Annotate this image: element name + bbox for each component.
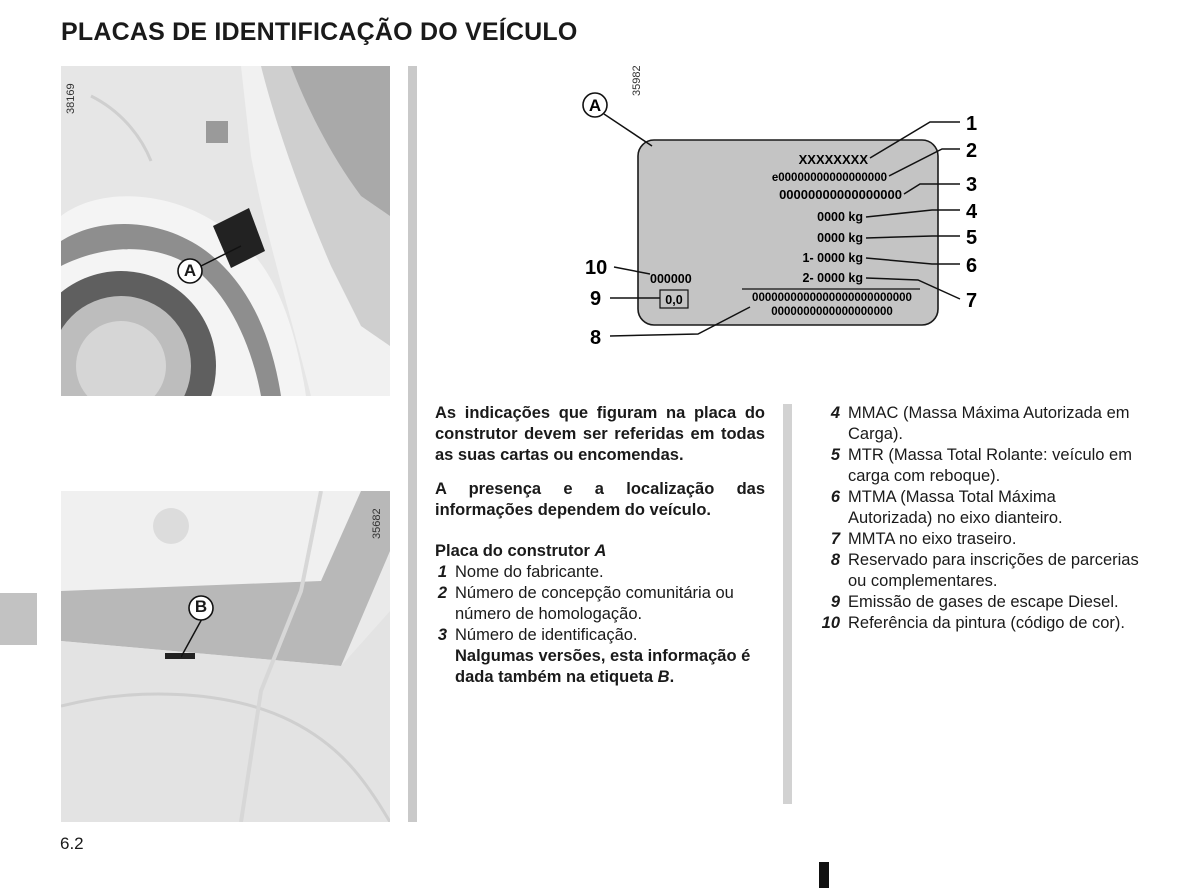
- list-item: 7 MMTA no eixo traseiro.: [812, 529, 1140, 550]
- plate-number-2: 2: [966, 140, 977, 162]
- list-item: 4 MMAC (Massa Máxima Autorizada em Carga…: [812, 403, 1140, 445]
- right-text-column: 4 MMAC (Massa Máxima Autorizada em Carga…: [812, 403, 1140, 634]
- plate-outline: [637, 139, 939, 326]
- list-item-note: Nalgumas versões, esta informação é dada…: [417, 646, 765, 688]
- plate-vin: 00000000000000000: [779, 187, 902, 202]
- plate-number-7: 7: [966, 290, 977, 312]
- list-item: 6 MTMA (Massa Total Máxima Autorizada) n…: [812, 487, 1140, 529]
- list-item: 3 Número de identificação.: [417, 625, 765, 646]
- plate-maker: XXXXXXXX: [799, 152, 869, 167]
- column-divider: [408, 66, 417, 822]
- intro-block: As indicações que figuram na placa do co…: [435, 403, 765, 521]
- item-text: MMAC (Massa Máxima Autorizada em Carga).: [848, 404, 1130, 443]
- plate-number-10: 10: [585, 257, 607, 279]
- plate-mmac: 0000 kg: [817, 210, 863, 224]
- item-text: Reservado para inscrições de parcerias o…: [848, 551, 1139, 590]
- item-text: Nome do fabricante.: [455, 563, 604, 581]
- item-number: 7: [830, 530, 840, 548]
- diagram-code: 35982: [631, 65, 643, 96]
- item-number: 2: [437, 584, 447, 602]
- list-item: 2 Número de concepção comunitária ou núm…: [417, 583, 765, 625]
- end-of-section-mark: [819, 862, 829, 888]
- item-number: 10: [821, 614, 840, 632]
- item-text: Referência da pintura (código de cor).: [848, 614, 1125, 632]
- middle-text-column: As indicações que figuram na placa do co…: [435, 403, 765, 688]
- item-number: 4: [830, 404, 840, 422]
- item-text: MTMA (Massa Total Máxima Autorizada) no …: [848, 488, 1063, 527]
- plate-number-6: 6: [966, 255, 977, 277]
- list-item: 10 Referência da pintura (código de cor)…: [812, 613, 1140, 634]
- section-heading: Placa do construtor A: [435, 541, 765, 562]
- item-text: Número de identificação.: [455, 626, 638, 644]
- car-door-illustration: [61, 66, 390, 396]
- list-item: 8 Reservado para inscrições de parcerias…: [812, 550, 1140, 592]
- plate-front-axle: 1- 0000 kg: [803, 251, 863, 265]
- plate-homologation: e00000000000000000: [772, 172, 887, 184]
- photo-code: 35682: [371, 508, 383, 539]
- plate-callout-circle: [582, 92, 608, 118]
- intro-paragraph: A presença e a localização das informaçõ…: [435, 480, 765, 519]
- item-number: 9: [830, 593, 840, 611]
- callout-b-marker: [181, 595, 214, 658]
- plate-number-3: 3: [966, 174, 977, 196]
- plate-emission: 0,0: [665, 293, 682, 307]
- list-item: 9 Emissão de gases de escape Diesel.: [812, 592, 1140, 613]
- plate-emission-box: [659, 289, 689, 309]
- item-text: MMTA no eixo traseiro.: [848, 530, 1017, 548]
- section-heading-text: Placa do construtor: [435, 542, 595, 560]
- plate-callout-label: A: [589, 96, 601, 115]
- item-text: Emissão de gases de escape Diesel.: [848, 593, 1119, 611]
- plate-number-9: 9: [590, 288, 601, 310]
- item-number: 5: [830, 446, 840, 464]
- plate-number-1: 1: [966, 113, 977, 135]
- plate-number-5: 5: [966, 227, 977, 249]
- left-item-list: 1 Nome do fabricante. 2 Número de concep…: [417, 562, 765, 688]
- rear-door-photo: 38169 A: [61, 66, 390, 396]
- plate-rear-axle: 2- 0000 kg: [803, 271, 863, 285]
- plate-reserved-1: 0000000000000000000000000: [752, 292, 912, 304]
- identification-plate-diagram: A 35982 XXXXXXXX e00000000000000000 0000…: [582, 65, 978, 349]
- plate-paint-code: 000000: [650, 272, 692, 286]
- callout-b-label: B: [194, 597, 208, 616]
- page-title: PLACAS DE IDENTIFICAÇÃO DO VEÍCULO: [61, 18, 578, 46]
- callout-a-marker: [177, 245, 242, 284]
- item-text: Número de concepção comunitária ou númer…: [455, 584, 734, 623]
- item-number: 1: [437, 563, 447, 581]
- column-divider: [783, 404, 792, 804]
- plate-number-8: 8: [590, 327, 601, 349]
- item-text: MTR (Massa Total Rolante: veículo em car…: [848, 446, 1132, 485]
- chapter-tab: [0, 593, 37, 645]
- list-item: 5 MTR (Massa Total Rolante: veículo em c…: [812, 445, 1140, 487]
- plate-reserved-2: 0000000000000000000: [771, 306, 893, 318]
- callout-a-label: A: [183, 261, 197, 280]
- item-number: 3: [437, 626, 447, 644]
- windscreen-illustration: [61, 491, 390, 822]
- section-heading-ref: A: [594, 542, 607, 560]
- windscreen-photo: 35682 B: [61, 491, 390, 822]
- plate-number-4: 4: [966, 201, 978, 223]
- plate-mtr: 0000 kg: [817, 231, 863, 245]
- item-number: 6: [830, 488, 840, 506]
- note-text: Nalgumas versões, esta informação é dada…: [455, 647, 751, 686]
- photo-code: 38169: [65, 83, 77, 114]
- intro-paragraph: As indicações que figuram na placa do co…: [435, 404, 765, 464]
- page-number: 6.2: [60, 834, 84, 853]
- item-number: 8: [830, 551, 840, 569]
- list-item: 1 Nome do fabricante.: [417, 562, 765, 583]
